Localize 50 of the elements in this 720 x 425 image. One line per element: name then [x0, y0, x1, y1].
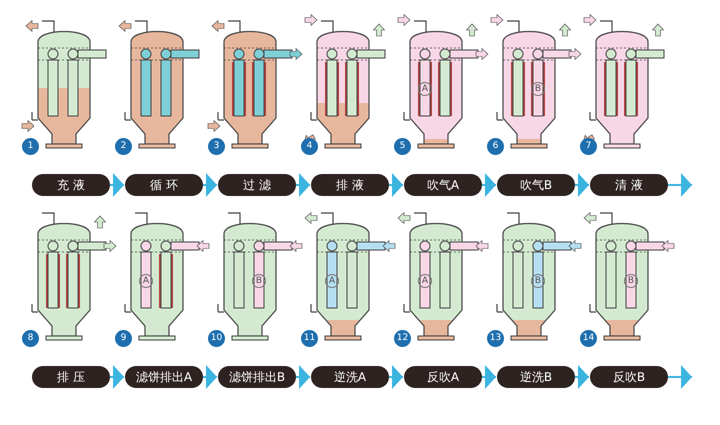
chevron-arrow — [203, 173, 217, 197]
step-label: 清 液 — [590, 174, 668, 196]
chevron-arrow — [482, 365, 496, 389]
step-label: 滤饼排出B — [218, 366, 296, 388]
step-label: 循 环 — [125, 174, 203, 196]
step-number-badge: 13 — [487, 330, 504, 347]
step-number-badge: 9 — [115, 330, 132, 347]
step-number-badge: 2 — [115, 138, 132, 155]
step-number-badge: 12 — [394, 330, 411, 347]
step-number-badge: 11 — [301, 330, 318, 347]
step-label: 排 压 — [32, 366, 110, 388]
chevron-arrow — [296, 365, 310, 389]
candle-marker: B — [531, 82, 545, 96]
step-label: 逆洗A — [311, 366, 389, 388]
step-number-badge: 10 — [208, 330, 225, 347]
chevron-arrow — [482, 173, 496, 197]
candle-marker: A — [418, 274, 432, 288]
chevron-arrow — [296, 173, 310, 197]
step-label: 吹气A — [404, 174, 482, 196]
step-label: 反吹A — [404, 366, 482, 388]
step-number-badge: 8 — [22, 330, 39, 347]
chevron-arrow — [110, 173, 124, 197]
step-number-badge: 1 — [22, 138, 39, 155]
step-label: 吹气B — [497, 174, 575, 196]
chevron-arrow — [110, 365, 124, 389]
chevron-arrow — [668, 173, 692, 197]
chevron-arrow — [389, 365, 403, 389]
candle-marker: A — [139, 274, 153, 288]
chevron-arrow — [668, 365, 692, 389]
step-number-badge: 7 — [580, 138, 597, 155]
step-label: 逆洗B — [497, 366, 575, 388]
candle-marker: A — [325, 274, 339, 288]
step-number-badge: 6 — [487, 138, 504, 155]
step-label: 过 滤 — [218, 174, 296, 196]
candle-marker: A — [418, 82, 432, 96]
chevron-arrow — [203, 365, 217, 389]
step-label: 反吹B — [590, 366, 668, 388]
candle-marker: B — [624, 274, 638, 288]
step-label: 滤饼排出A — [125, 366, 203, 388]
step-number-badge: 3 — [208, 138, 225, 155]
candle-marker: B — [252, 274, 266, 288]
chevron-arrow — [575, 173, 589, 197]
chevron-arrow — [389, 173, 403, 197]
step-label: 充 液 — [32, 174, 110, 196]
step-number-badge: 4 — [301, 138, 318, 155]
step-label: 排 液 — [311, 174, 389, 196]
chevron-arrow — [575, 365, 589, 389]
candle-marker: B — [531, 274, 545, 288]
step-number-badge: 14 — [580, 330, 597, 347]
step-number-badge: 5 — [394, 138, 411, 155]
